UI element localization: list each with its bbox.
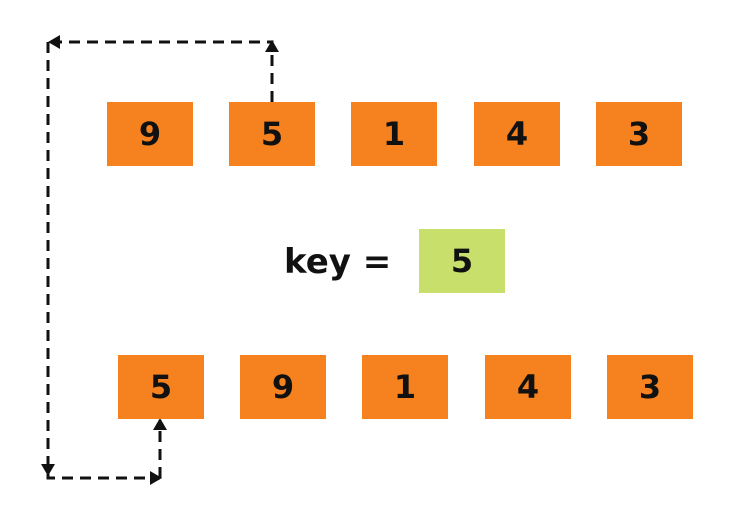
top-cell-4: 3 <box>596 102 682 166</box>
arrow-head-top-left <box>48 35 60 49</box>
top-cell-1: 5 <box>229 102 315 166</box>
bottom-cell-1: 9 <box>240 355 326 419</box>
bottom-cell-0: 5 <box>118 355 204 419</box>
arrow-head-bottom-right <box>150 471 162 485</box>
top-cell-2: 1 <box>351 102 437 166</box>
arrow-segment-left <box>46 42 160 480</box>
arrow-head-into-cell <box>153 418 167 430</box>
top-cell-3: 4 <box>474 102 560 166</box>
bottom-cell-2: 1 <box>362 355 448 419</box>
top-cell-0: 9 <box>107 102 193 166</box>
arrow-head-top-right <box>265 40 279 52</box>
bottom-cell-3: 4 <box>485 355 571 419</box>
bottom-cell-4: 3 <box>607 355 693 419</box>
arrow-segment-top <box>48 40 274 102</box>
key-cell: 5 <box>419 229 505 293</box>
arrow-head-bottom-left <box>41 464 55 476</box>
key-label: key = <box>284 242 392 282</box>
